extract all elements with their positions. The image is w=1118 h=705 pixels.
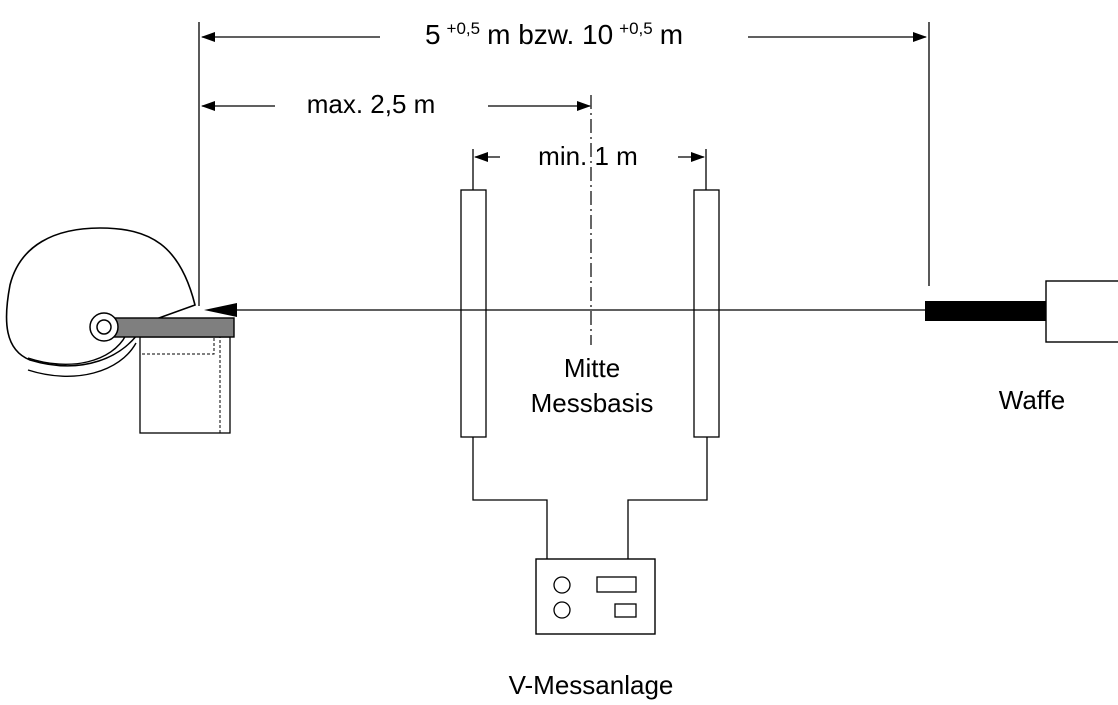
measuring-unit-icon: [535, 558, 656, 635]
min-distance-label: min. 1 m: [538, 141, 638, 171]
max-distance-dimension: max. 2,5 m: [201, 89, 591, 119]
unit-knob-1: [553, 576, 571, 594]
visor-hinge-bar: [109, 317, 235, 338]
measuring-unit-label: V-Messanlage: [509, 670, 674, 700]
unit-small-display: [614, 603, 637, 618]
wire-right: [627, 437, 708, 559]
unit-knob-2: [553, 601, 571, 619]
wire-left: [472, 437, 548, 559]
light-screen-1: [460, 189, 487, 438]
max-distance-label: max. 2,5 m: [307, 89, 436, 119]
weapon-body: [1045, 280, 1118, 343]
unit-display: [596, 576, 637, 593]
weapon-icon: [925, 280, 1118, 343]
min-distance-dimension: min. 1 m: [472, 141, 707, 192]
center-label-line1: Mitte: [564, 353, 620, 383]
center-label-line2: Messbasis: [531, 388, 654, 418]
light-screen-2: [693, 189, 720, 438]
helmet-icon: [5, 227, 235, 434]
visor-shield: [139, 336, 231, 434]
weapon-label: Waffe: [999, 385, 1065, 415]
impact-arrow-head: [204, 303, 237, 317]
weapon-barrel: [925, 301, 1047, 321]
